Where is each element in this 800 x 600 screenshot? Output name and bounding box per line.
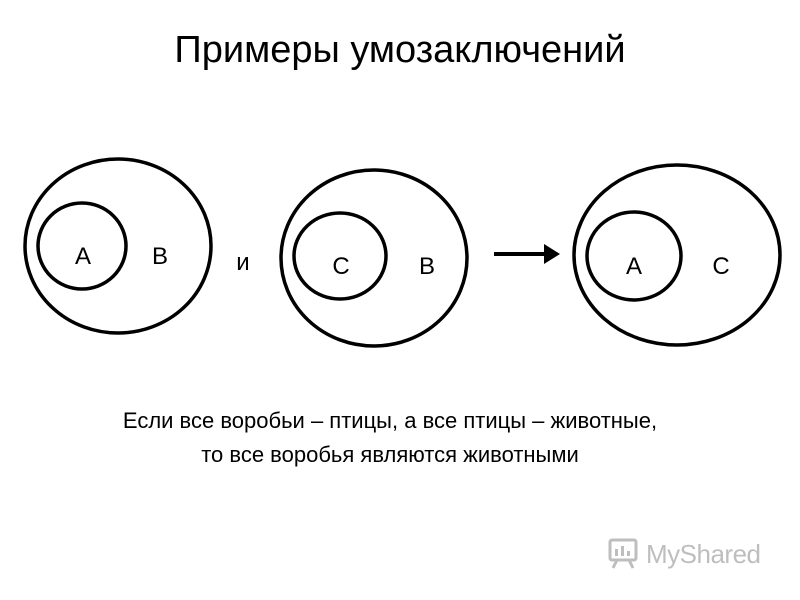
euler-group-3: A C <box>572 163 782 347</box>
page-title: Примеры умозаключений <box>174 29 626 71</box>
caption-line-2: то все воробья являются животными <box>201 442 579 467</box>
inner-circle-2 <box>292 211 388 301</box>
inner-label-1: A <box>75 243 91 270</box>
presentation-board-icon <box>608 538 638 569</box>
caption-line-1: Если все воробьи – птицы, а все птицы – … <box>122 408 658 433</box>
connector-and: и <box>236 249 249 276</box>
caption: Если все воробьи – птицы, а все птицы – … <box>0 404 780 472</box>
outer-circle-3 <box>572 163 782 347</box>
euler-group-1: A B <box>23 157 213 335</box>
inner-label-2: C <box>332 253 349 280</box>
inner-label-3: A <box>626 253 642 280</box>
outer-circle-1 <box>23 157 213 335</box>
outer-label-3: C <box>712 253 729 280</box>
watermark: MyShared <box>606 536 761 572</box>
inner-circle-1 <box>36 201 128 291</box>
inner-circle-3 <box>585 210 683 302</box>
arrow-right-icon <box>494 244 560 264</box>
euler-group-2: C B <box>279 168 469 348</box>
outer-label-2: B <box>419 253 435 280</box>
outer-circle-2 <box>279 168 469 348</box>
outer-label-1: B <box>152 243 168 270</box>
watermark-text: MyShared <box>646 538 761 569</box>
